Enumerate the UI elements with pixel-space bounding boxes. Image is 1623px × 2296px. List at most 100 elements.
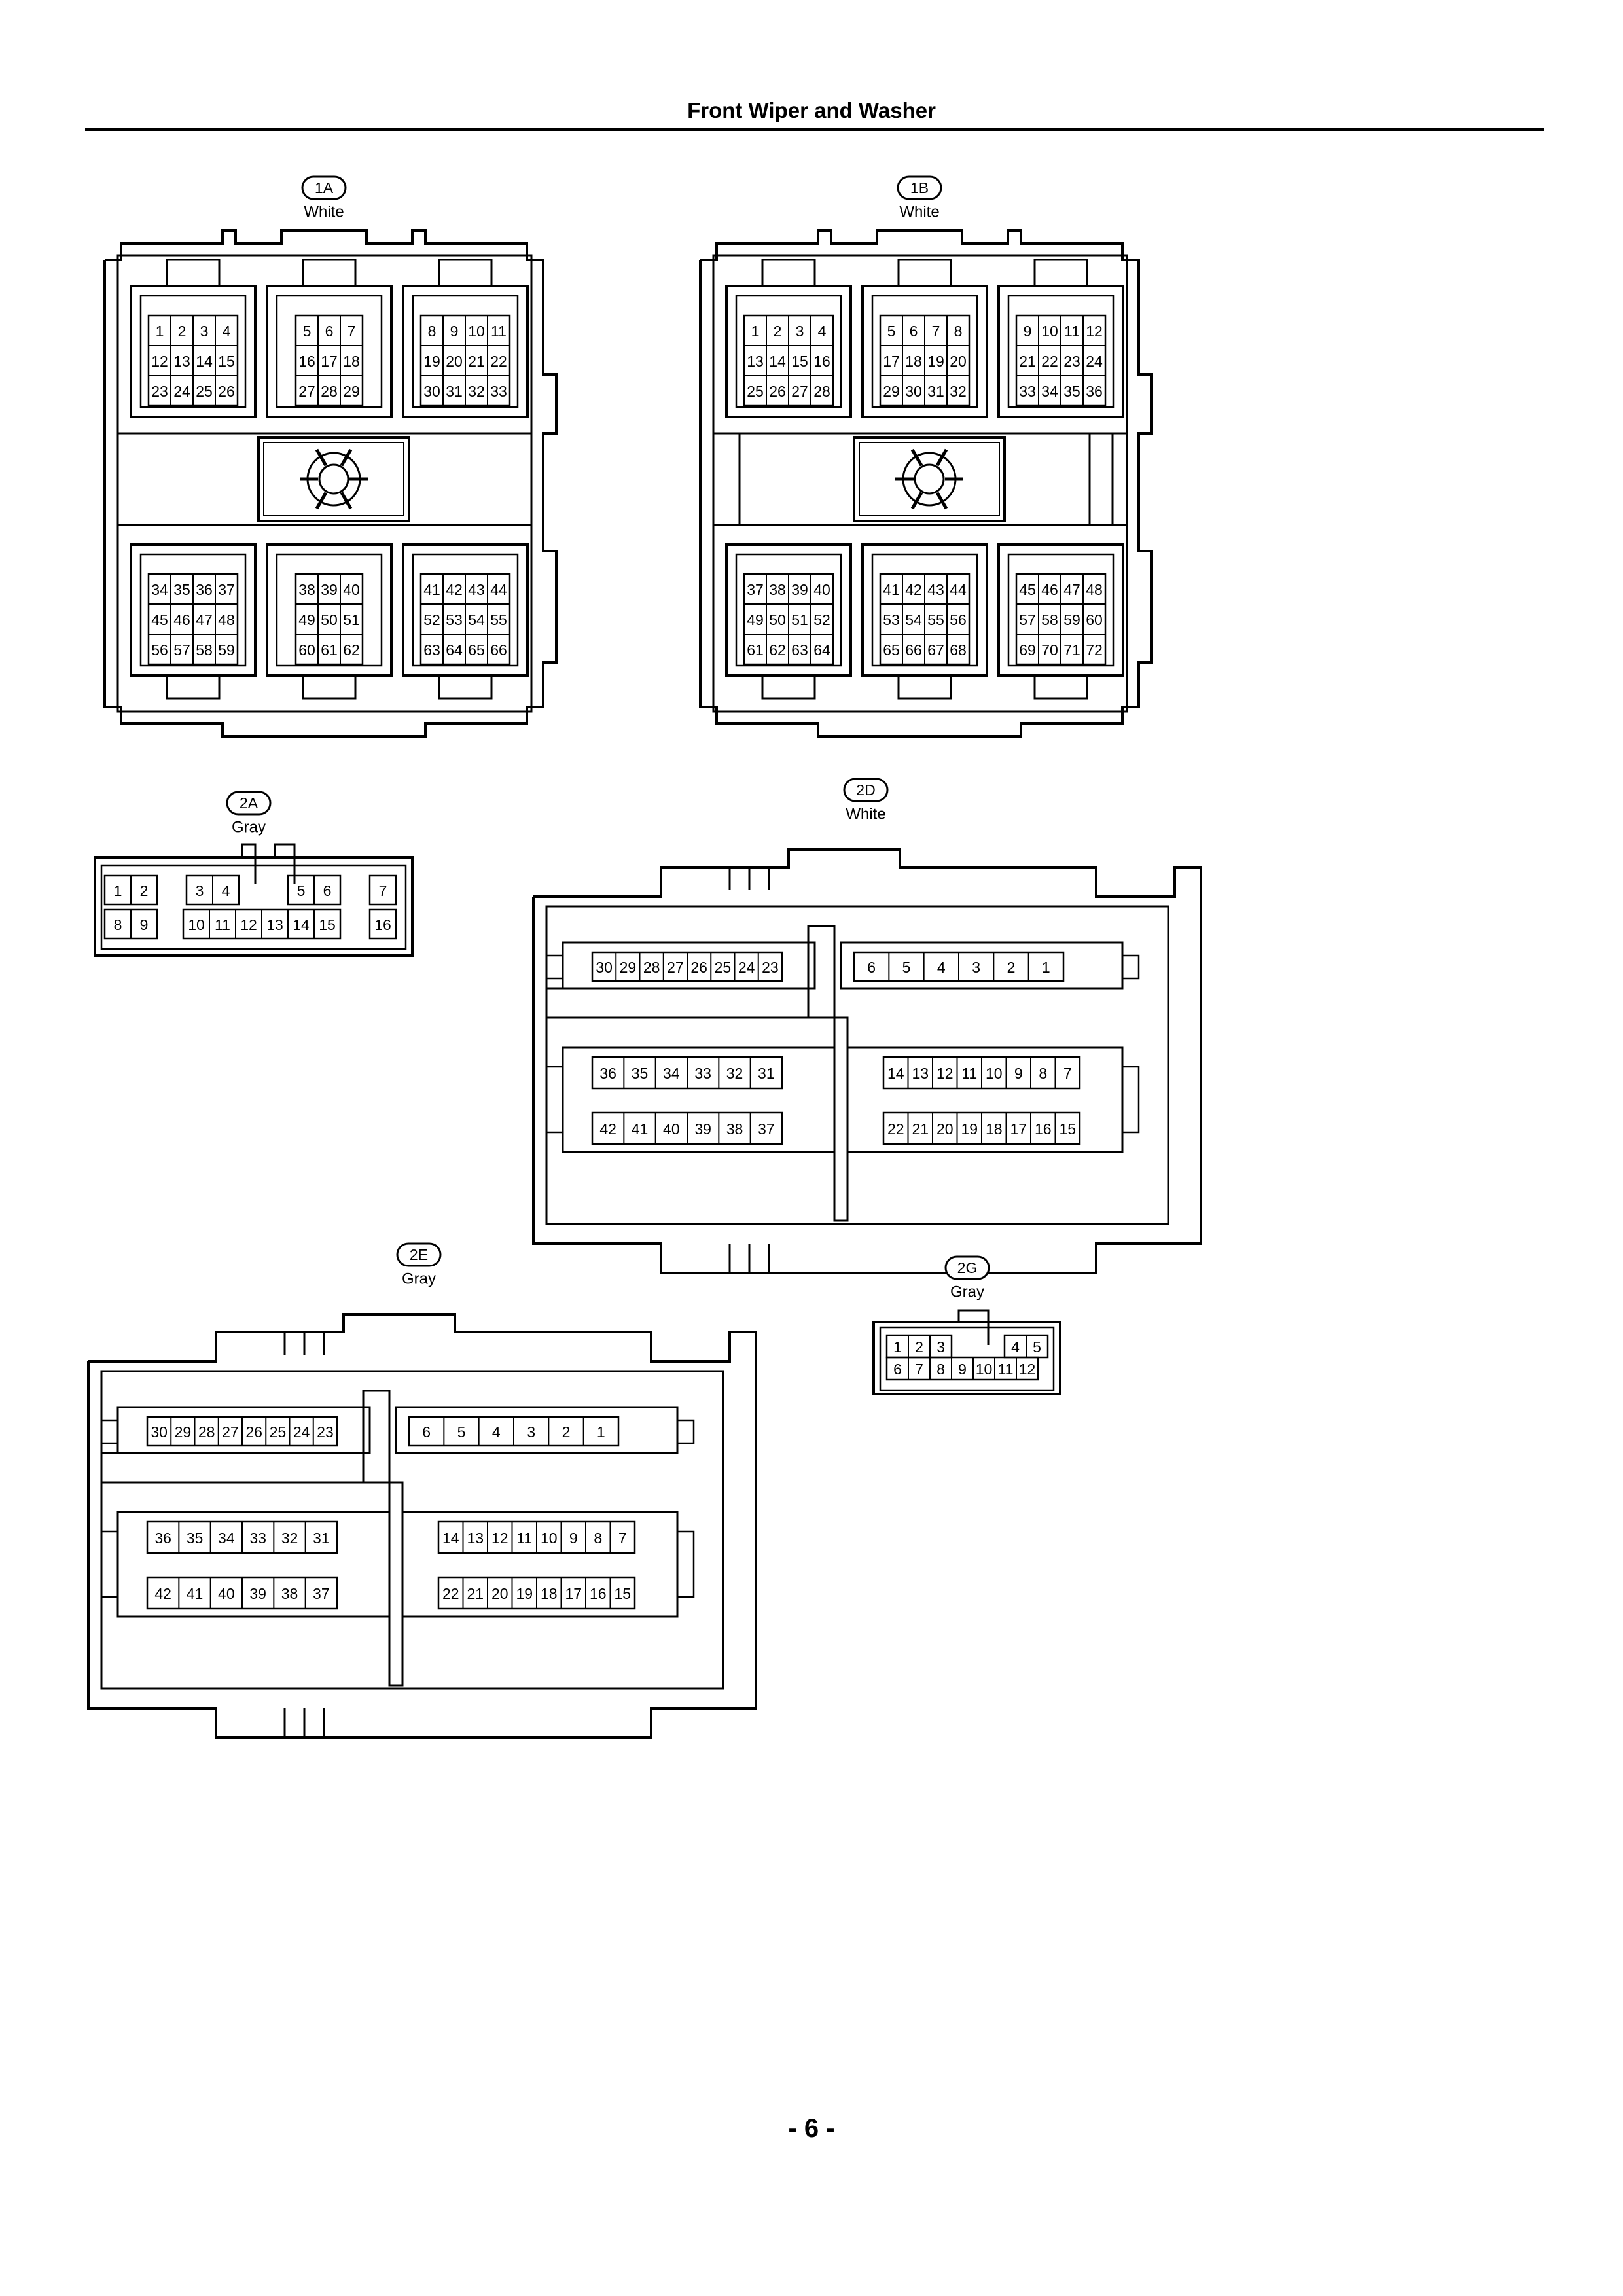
- cavity-housing-inner: [735, 295, 842, 408]
- pin-label: 46: [1041, 581, 1058, 598]
- connector-inner: [879, 1326, 1055, 1391]
- lock-tab: [897, 259, 952, 287]
- pin-label: 46: [173, 611, 190, 628]
- pin-label: 4: [222, 882, 230, 899]
- pin-label: 31: [758, 1065, 775, 1082]
- pin-label: 58: [1041, 611, 1058, 628]
- pin-label: 21: [468, 353, 485, 370]
- pin-label: 54: [468, 611, 485, 628]
- pin-label: 49: [747, 611, 764, 628]
- pin-label: 35: [632, 1065, 649, 1082]
- pin-label: 33: [490, 383, 507, 400]
- pin-label: 63: [423, 641, 440, 658]
- pin-label: 27: [667, 959, 684, 976]
- connector-id: 2E: [410, 1246, 428, 1263]
- pin-label: 8: [954, 323, 963, 340]
- center-latch: [853, 436, 1006, 522]
- side-tab: [676, 1530, 695, 1598]
- pin-label: 39: [791, 581, 808, 598]
- pin-label: 72: [1086, 641, 1103, 658]
- pin-cell: [885, 1356, 1039, 1381]
- pin-label: 47: [196, 611, 213, 628]
- center-latch-inner: [263, 442, 404, 516]
- pin-label: 3: [936, 1338, 945, 1355]
- pin-label: 1: [597, 1424, 605, 1441]
- pin-label: 5: [303, 323, 312, 340]
- pin-label: 45: [151, 611, 168, 628]
- pin-label: 41: [883, 581, 900, 598]
- pin-label: 31: [313, 1530, 330, 1547]
- connector-body: [532, 848, 1202, 1274]
- connector-id-badge: [301, 175, 347, 200]
- pin-label: 26: [769, 383, 786, 400]
- pin-label: 34: [151, 581, 168, 598]
- pin-label: 1: [893, 1338, 902, 1355]
- pin-label: 9: [569, 1530, 578, 1547]
- pin-label: 3: [196, 882, 204, 899]
- pin-label: 18: [986, 1121, 1003, 1138]
- pin-label: 18: [343, 353, 360, 370]
- connector-color: White: [304, 204, 344, 221]
- pin-label: 5: [902, 959, 911, 976]
- pin-label: 66: [905, 641, 922, 658]
- pin-label: 20: [446, 353, 463, 370]
- pin-label: 19: [927, 353, 944, 370]
- pin-label: 16: [298, 353, 315, 370]
- pin-label: 2: [774, 323, 782, 340]
- pin-label: 51: [343, 611, 360, 628]
- connector-body: [699, 229, 1153, 738]
- pin-label: 9: [450, 323, 459, 340]
- connector-id-badge: [897, 175, 942, 200]
- pin-label: 17: [565, 1585, 582, 1602]
- pin-label: 11: [491, 323, 507, 340]
- lock-tab: [438, 674, 493, 700]
- pin-label: 40: [663, 1121, 680, 1138]
- pin-label: 23: [317, 1424, 334, 1441]
- pin-label: 71: [1063, 641, 1080, 658]
- pin-label: 22: [442, 1585, 459, 1602]
- pin-label: 59: [218, 641, 235, 658]
- pin-cell: [368, 908, 397, 940]
- cavity-housing-inner: [276, 295, 383, 408]
- pin-label: 26: [690, 959, 707, 976]
- pin-label: 21: [467, 1585, 484, 1602]
- pin-label: 26: [218, 383, 235, 400]
- connector-color: Gray: [402, 1270, 436, 1288]
- cavity-housing-inner: [735, 553, 842, 667]
- pin-label: 54: [905, 611, 922, 628]
- pin-label: 7: [915, 1361, 923, 1378]
- pin-label: 53: [446, 611, 463, 628]
- latch-hole: [318, 463, 349, 495]
- pin-label: 44: [490, 581, 507, 598]
- pin-label: 42: [599, 1121, 616, 1138]
- pin-label: 62: [343, 641, 360, 658]
- pin-label: 29: [175, 1424, 192, 1441]
- center-latch-inner: [859, 442, 1000, 516]
- pin-label: 61: [747, 641, 764, 658]
- pin-label: 32: [468, 383, 485, 400]
- side-tab: [1121, 1066, 1140, 1134]
- lock-tab: [1033, 259, 1088, 287]
- pin-label: 17: [1010, 1121, 1027, 1138]
- pin-label: 43: [468, 581, 485, 598]
- pin-label: 35: [1063, 383, 1080, 400]
- pin-label: 60: [1086, 611, 1103, 628]
- pin-label: 40: [218, 1585, 235, 1602]
- pin-label: 69: [1019, 641, 1036, 658]
- pin-label: 12: [1086, 323, 1103, 340]
- pin-label: 6: [325, 323, 334, 340]
- pin-label: 35: [187, 1530, 204, 1547]
- pin-label: 42: [905, 581, 922, 598]
- cavity-grid: [294, 573, 364, 666]
- lock-tab: [166, 259, 221, 287]
- connector-color: White: [846, 806, 885, 823]
- pin-label: 12: [1019, 1361, 1036, 1378]
- pin-label: 20: [950, 353, 967, 370]
- pin-label: 10: [1041, 323, 1058, 340]
- pin-label: 9: [1014, 1065, 1023, 1082]
- connector-id-badge: [944, 1255, 990, 1280]
- pin-label: 25: [715, 959, 732, 976]
- pin-label: 13: [173, 353, 190, 370]
- center-pillar: [388, 1481, 404, 1687]
